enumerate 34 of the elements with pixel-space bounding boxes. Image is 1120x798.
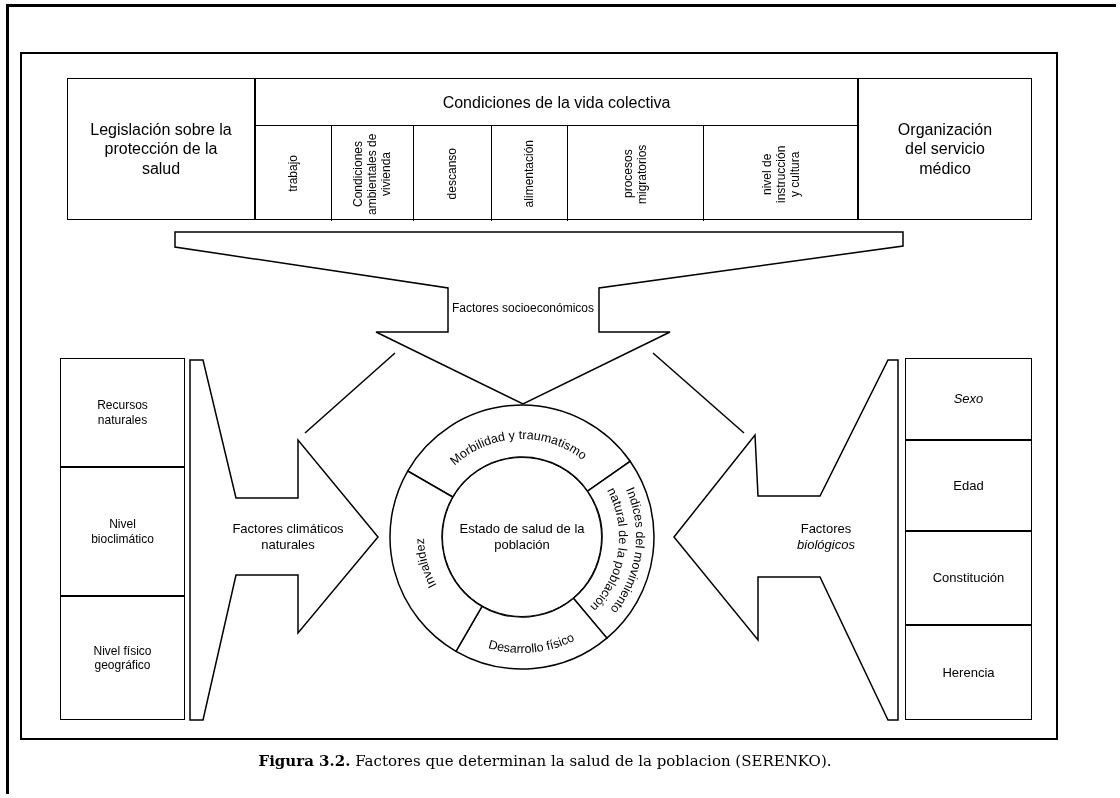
box-label: Recursos naturales — [96, 398, 149, 427]
block-arrow — [674, 360, 898, 720]
box-label: Nivel bioclimático — [90, 517, 155, 546]
box-label: Estado de salud de la población — [458, 521, 586, 553]
group-heading: Condiciones de la vida colectiva — [442, 92, 671, 113]
box-label: Legislación sobre la protección de la salud — [89, 120, 233, 178]
cell-label: alimentación — [522, 139, 537, 208]
factor-box — [905, 531, 1032, 625]
cell-label: procesos migratorios — [621, 142, 650, 206]
factor-box — [60, 467, 185, 596]
group-box — [255, 78, 858, 220]
factor-box — [858, 78, 1032, 220]
factor-box — [60, 358, 185, 467]
block-arrow — [190, 360, 378, 720]
cell-label: trabajo — [286, 155, 301, 192]
arrow-label: Factores climáticos naturales — [231, 521, 345, 553]
segment-label: Desarrollo físico — [486, 630, 577, 656]
figure-caption: Figura 3.2. Factores que determinan la salud de la poblacion (SERENKO). — [257, 752, 833, 770]
arrow-label: Factores socioeconómicos — [450, 300, 596, 316]
cell-label: descanso — [445, 147, 460, 200]
box-label: Sexo — [953, 391, 984, 407]
cell-label: nivel de instrucción y cultura — [760, 143, 803, 205]
box-label: Edad — [953, 477, 984, 494]
arrow-label: Factores biológicos — [796, 521, 856, 553]
factor-box — [905, 358, 1032, 440]
box-label: Nivel físico geográfico — [92, 643, 153, 673]
factor-box — [67, 78, 255, 220]
box-label: Organización del servicio médico — [896, 120, 994, 178]
box-label: Herencia — [942, 664, 995, 681]
box-label: Constitución — [932, 570, 1005, 586]
cell-label: Condiciones ambientales de vivienda — [351, 131, 394, 216]
factor-box — [905, 625, 1032, 720]
factor-box — [60, 596, 185, 720]
factor-box — [905, 440, 1032, 531]
